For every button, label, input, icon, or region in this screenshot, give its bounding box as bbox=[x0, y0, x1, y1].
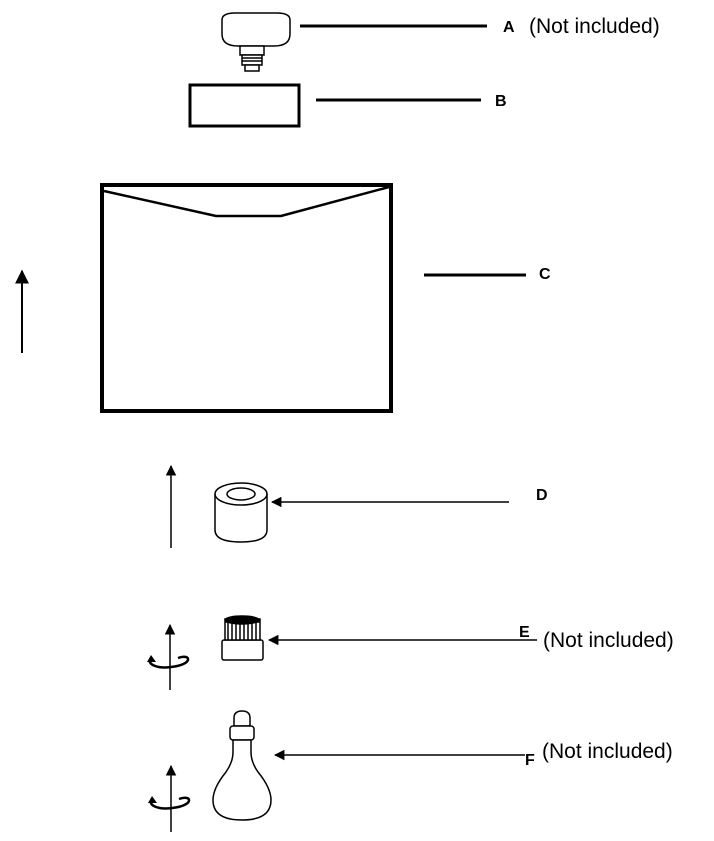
label-f: F bbox=[525, 752, 535, 769]
part-c-shade bbox=[100, 183, 393, 413]
note-a: (Not included) bbox=[529, 15, 660, 38]
note-f: (Not included) bbox=[542, 740, 673, 763]
part-e-lamp-holder bbox=[221, 615, 264, 661]
label-e: E bbox=[519, 624, 530, 641]
rotate-arrow-lamp-holder bbox=[147, 623, 190, 690]
label-a: A bbox=[503, 19, 515, 36]
part-d-ring bbox=[214, 482, 268, 543]
part-f-light-bulb bbox=[212, 710, 272, 821]
part-a-ceiling-rose bbox=[221, 12, 291, 72]
label-b: B bbox=[495, 93, 507, 110]
label-d: D bbox=[536, 487, 548, 504]
part-b-rectangle bbox=[188, 83, 301, 128]
rotate-arrow-light-bulb bbox=[148, 764, 191, 832]
label-c: C bbox=[539, 266, 551, 283]
note-e: (Not included) bbox=[543, 629, 674, 652]
